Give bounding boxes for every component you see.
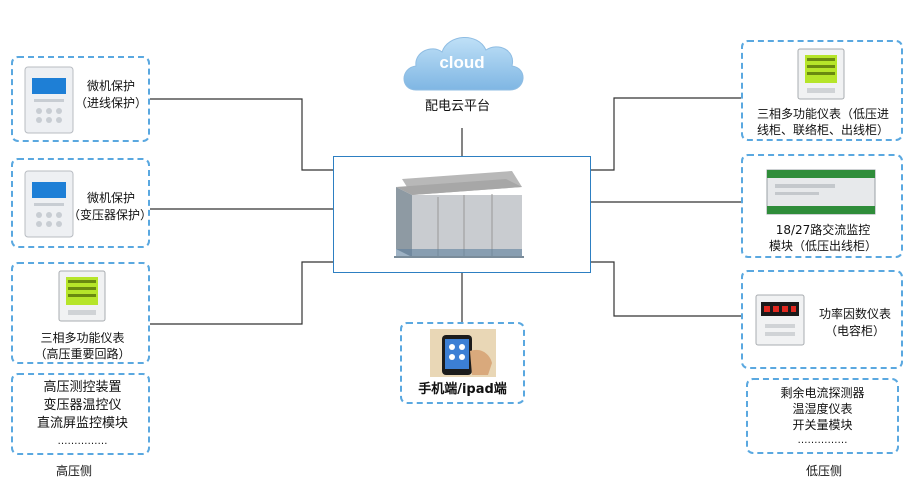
meter-device-icon bbox=[797, 48, 845, 100]
left-box4-line2: 变压器温控仪 bbox=[43, 398, 122, 413]
cloud-platform-title: 配电云平台 bbox=[425, 99, 491, 114]
power-factor-meter-icon bbox=[755, 294, 805, 346]
relay-device-icon bbox=[24, 66, 74, 134]
line-left-1 bbox=[150, 98, 333, 171]
low-voltage-side-label: 低压侧 bbox=[806, 464, 843, 478]
right-box4-line2: 温湿度仪表 bbox=[792, 402, 853, 416]
left-box-transformer-protection: 微机保护 （变压器保护） bbox=[11, 158, 153, 248]
left-box1-line1: 微机保护 bbox=[86, 79, 135, 93]
right-box-power-factor-meter: 功率因数仪表 （电容柜） bbox=[741, 270, 903, 369]
left-box-multifunction-meter: 三相多功能仪表 （高压重要回路） bbox=[11, 262, 150, 364]
substation-box bbox=[333, 156, 591, 273]
line-left-3 bbox=[150, 261, 333, 325]
mobile-terminal-box: 手机端/ipad端 bbox=[400, 322, 525, 404]
left-box4-line3: 直流屏监控模块 bbox=[36, 416, 128, 431]
right-box-multifunction-meter: 三相多功能仪表（低压进 线柜、联络柜、出线柜） bbox=[741, 40, 903, 141]
left-box3-line1: 三相多功能仪表 bbox=[40, 331, 125, 345]
line-right-1 bbox=[591, 97, 741, 171]
left-box4-line4: …………… bbox=[57, 436, 108, 447]
right-box-ac-monitor-module: 18/27路交流监控 模块（低压出线柜） bbox=[741, 154, 903, 258]
right-box-other-devices: 剩余电流探测器 温湿度仪表 开关量模块 …………… bbox=[746, 378, 899, 454]
right-box4-line4: …………… bbox=[797, 435, 848, 446]
cloud-icon: cloud bbox=[403, 37, 524, 91]
meter-device-icon bbox=[58, 270, 106, 322]
left-box-other-devices: 高压测控装置 变压器温控仪 直流屏监控模块 …………… bbox=[11, 373, 150, 455]
right-box3-line2: （电容柜） bbox=[824, 324, 885, 338]
left-box1-line2: （进线保护） bbox=[74, 96, 147, 110]
mobile-label: 手机端/ipad端 bbox=[418, 382, 507, 397]
right-box3-line1: 功率因数仪表 bbox=[818, 307, 891, 321]
line-right-3 bbox=[591, 261, 741, 317]
left-box2-line2: （变压器保护） bbox=[68, 208, 153, 222]
right-box4-line3: 开关量模块 bbox=[792, 418, 853, 432]
substation-image bbox=[394, 171, 524, 258]
left-box4-line1: 高压测控装置 bbox=[43, 380, 122, 395]
right-box1-line1: 三相多功能仪表（低压进 bbox=[756, 107, 889, 121]
right-box2-line1: 18/27路交流监控 bbox=[775, 223, 871, 237]
ac-module-icon bbox=[766, 169, 876, 215]
left-box-feeder-protection: 微机保护 （进线保护） bbox=[11, 56, 150, 142]
left-box2-line1: 微机保护 bbox=[86, 191, 135, 205]
relay-device-icon bbox=[24, 170, 74, 238]
smartphone-hand-icon bbox=[430, 329, 496, 377]
high-voltage-side-label: 高压侧 bbox=[56, 464, 93, 478]
right-box1-line2: 线柜、联络柜、出线柜） bbox=[756, 123, 889, 137]
left-box3-line2: （高压重要回路） bbox=[34, 347, 131, 361]
right-box4-line1: 剩余电流探测器 bbox=[780, 386, 865, 400]
right-box2-line2: 模块（低压出线柜） bbox=[768, 239, 877, 253]
cloud-text: cloud bbox=[439, 53, 484, 72]
